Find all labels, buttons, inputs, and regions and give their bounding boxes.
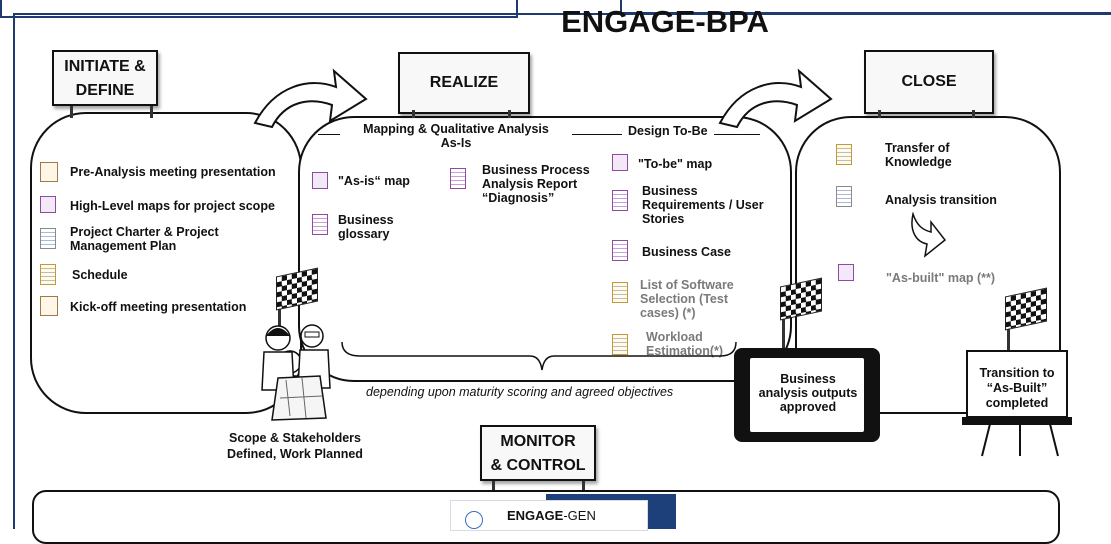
sign-post [492, 481, 495, 491]
tablet-screen [750, 358, 864, 432]
footer-brand-rest: -GEN [563, 508, 596, 523]
document-icon [836, 144, 852, 165]
presentation-icon [40, 296, 58, 316]
footer-brand-panel: ENGAGE-GEN [450, 500, 648, 531]
mapping-header-line2: As-Is [440, 136, 472, 150]
sign-line-1: MONITOR [500, 433, 576, 450]
board-stand [981, 424, 1059, 457]
document-icon [612, 190, 628, 211]
realize-sign: REALIZE [398, 52, 530, 114]
milestone-transition-label: Transition to “As-Built” completed [979, 366, 1055, 410]
report-label: Business Process Analysis Report “Diagno… [482, 163, 590, 205]
board-milestone: Transition to “As-Built” completed [966, 350, 1068, 418]
initiate-item: Pre-Analysis meeting presentation [70, 165, 276, 179]
initiate-item: High-Level maps for project scope [70, 199, 275, 213]
document-icon [312, 214, 328, 235]
map-icon [612, 154, 628, 171]
map-icon [312, 172, 328, 189]
realize-sign-label: REALIZE [429, 74, 499, 91]
maturity-note: depending upon maturity scoring and agre… [366, 385, 674, 399]
document-icon [40, 264, 56, 285]
footer-brand: ENGAGE-GEN [507, 508, 596, 523]
document-icon [612, 240, 628, 261]
footer-brand-bold: ENGAGE [507, 508, 564, 523]
sign-post [582, 481, 585, 491]
checkered-flag-icon [276, 267, 318, 340]
arrow-to-realize-icon [253, 68, 368, 129]
sign-post [508, 110, 511, 118]
compass-icon [465, 511, 483, 529]
sign-line-2: & CONTROL [490, 457, 586, 474]
sign-post [972, 110, 975, 118]
board-ledge [962, 417, 1072, 425]
workload-label: Workload Estimation(*) [646, 330, 724, 358]
diagram-title: ENGAGE-BPA [561, 4, 769, 39]
stakeholders-illustration [261, 324, 331, 421]
map-icon [838, 264, 854, 281]
initiate-item: Schedule [72, 268, 128, 282]
document-icon [40, 228, 56, 249]
mapping-header: Mapping & Qualitative Analysis As-Is [340, 122, 572, 150]
asis-map-label: "As-is“ map [338, 174, 410, 188]
transition-label: Analysis transition [885, 193, 997, 207]
close-sign-label: CLOSE [901, 73, 957, 90]
glossary-label: Business glossary [338, 213, 394, 241]
map-icon [40, 196, 56, 213]
document-icon [450, 168, 466, 189]
close-sign: CLOSE [864, 50, 994, 114]
business-case-label: Business Case [642, 245, 731, 259]
tobe-map-label: "To-be" map [638, 157, 713, 171]
initiate-item: Kick-off meeting presentation [70, 300, 247, 314]
sign-line-2: DEFINE [75, 82, 135, 99]
design-header: Design To-Be [622, 124, 714, 138]
requirements-label: Business Requirements / User Stories [642, 184, 764, 226]
checkered-flag-icon [780, 277, 822, 348]
sign-post [70, 106, 73, 118]
sign-post [412, 110, 415, 118]
software-selection-label: List of Software Selection (Test cases) … [640, 278, 734, 320]
initiate-item: Project Charter & Project Management Pla… [70, 225, 219, 253]
milestone-outputs-label: Business analysis outputs approved [758, 372, 858, 414]
outer-frame-left [0, 0, 518, 18]
monitor-control-sign: MONITOR & CONTROL [480, 425, 596, 481]
outer-frame-right [620, 0, 1111, 14]
transfer-label: Transfer of Knowledge [885, 141, 952, 169]
sign-post [150, 106, 153, 118]
mapping-header-line1: Mapping & Qualitative Analysis [363, 122, 549, 136]
checkered-flag-icon [1005, 287, 1047, 358]
asbuilt-label: "As-built" map (**) [886, 271, 996, 285]
sign-line-1: INITIATE & [64, 58, 146, 75]
tablet-milestone: Business analysis outputs approved [734, 348, 880, 442]
realize-phase-box [298, 116, 792, 382]
maturity-brace [341, 341, 737, 371]
outer-frame-main [13, 13, 1111, 529]
arrow-to-close-icon [718, 68, 833, 129]
sign-post [878, 110, 881, 118]
initiate-phase-box [30, 112, 302, 414]
arrow-down-icon [911, 212, 947, 258]
document-icon [612, 334, 628, 355]
presentation-icon [40, 162, 58, 182]
initiate-define-sign: INITIATE & DEFINE [52, 50, 158, 106]
milestone-scope-label: Scope & Stakeholders Defined, Work Plann… [227, 431, 363, 461]
document-icon [836, 186, 852, 207]
document-icon [612, 282, 628, 303]
